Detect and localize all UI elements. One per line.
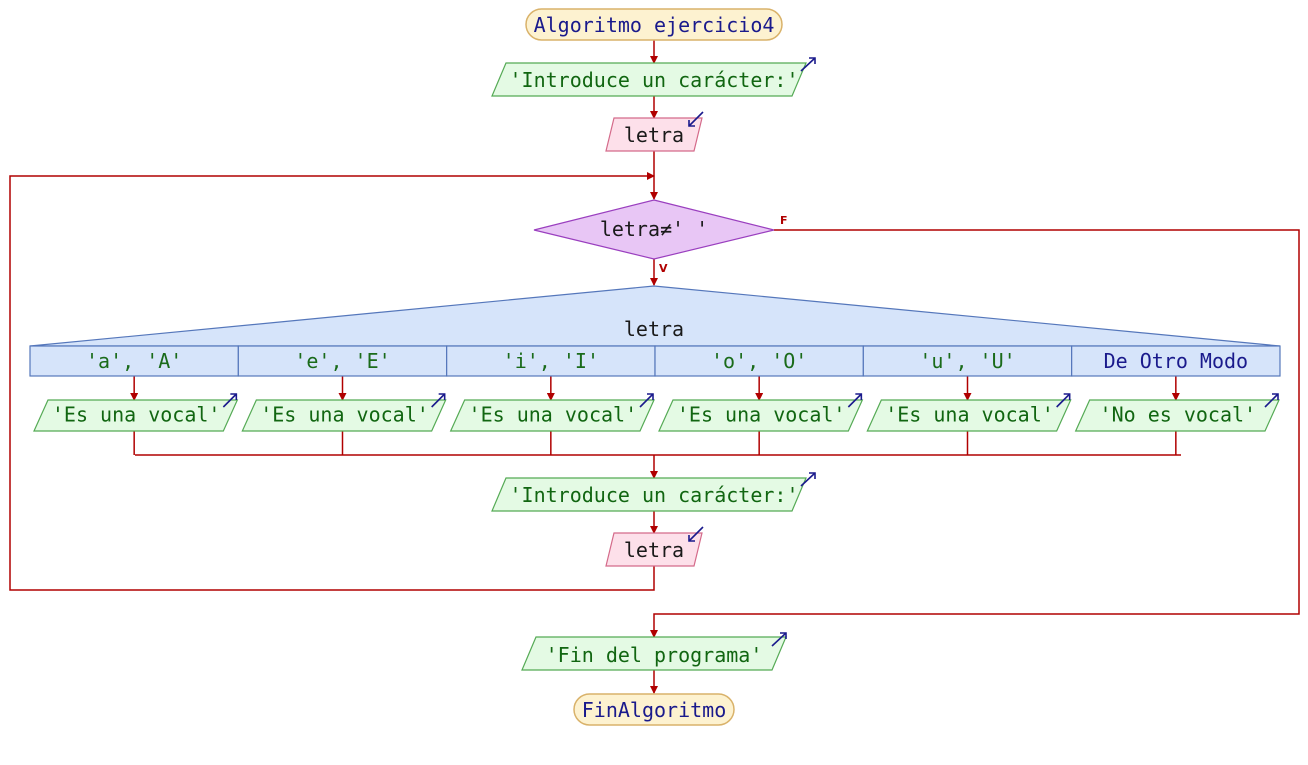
output-end-message: 'Fin del programa' (521, 632, 787, 671)
case-action-output: 'Es una vocal' (866, 393, 1072, 432)
output-arrow-icon (800, 472, 816, 487)
case-action-shape (658, 399, 864, 432)
case-action-label: 'Es una vocal' (885, 403, 1054, 427)
case-action-output: 'Es una vocal' (449, 393, 655, 432)
case-arrows (130, 376, 1180, 455)
loop-false-label: F (780, 214, 788, 227)
output-prompt-1-label: 'Introduce un carácter:' (510, 68, 799, 92)
case-action-shape (33, 399, 239, 432)
connectors (9, 40, 1300, 694)
case-action-label: 'No es vocal' (1100, 403, 1257, 427)
case-action-label: 'Es una vocal' (677, 403, 846, 427)
input-arrow-icon (688, 526, 704, 542)
switch-case-label: 'a', 'A' (86, 349, 182, 373)
case-actions: 'Es una vocal' 'Es una vocal' 'Es una voca… (33, 393, 1280, 432)
output-prompt-2: 'Introduce un carácter:' (491, 472, 816, 512)
switch-case-label: 'i', 'I' (503, 349, 599, 373)
switch-variable-label: letra (624, 317, 684, 341)
input-read-1-label: letra (624, 123, 684, 147)
switch-block: letra 'a', 'A' 'e', 'E' 'i', 'I' 'o', 'O' 'u… (29, 285, 1281, 377)
case-action-shape (866, 399, 1072, 432)
case-action-output: 'No es vocal' (1074, 393, 1280, 432)
case-action-output: 'Es una vocal' (33, 393, 239, 432)
case-action-output: 'Es una vocal' (241, 393, 447, 432)
input-read-2: letra (605, 526, 704, 567)
case-action-label: 'Es una vocal' (260, 403, 429, 427)
switch-case-cell (1071, 345, 1281, 377)
output-arrow-icon (1264, 393, 1279, 408)
input-read-1: letra (605, 111, 704, 152)
loop-decision: letra≠' ' F V (533, 199, 788, 275)
switch-case-label: 'o', 'O' (711, 349, 807, 373)
output-arrow-icon (431, 393, 446, 408)
output-arrow-icon (800, 57, 816, 72)
case-action-shape (241, 399, 447, 432)
output-arrow-icon (222, 393, 238, 408)
output-prompt-1: 'Introduce un carácter:' (491, 57, 816, 97)
start-label: Algoritmo ejercicio4 (534, 13, 775, 37)
start-terminal: Algoritmo ejercicio4 (525, 8, 783, 41)
output-end-message-label: 'Fin del programa' (546, 643, 763, 667)
switch-case-cell (237, 345, 448, 377)
switch-case-label: De Otro Modo (1104, 349, 1249, 373)
output-arrow-icon (639, 393, 654, 408)
output-arrow-icon (847, 393, 863, 408)
switch-case-row: 'a', 'A' 'e', 'E' 'i', 'I' 'o', 'O' 'u', 'U'… (29, 345, 1281, 377)
end-terminal: FinAlgoritmo (573, 693, 735, 726)
loop-condition-label: letra≠' ' (600, 217, 708, 241)
switch-case-label: 'u', 'U' (919, 349, 1015, 373)
loop-true-label: V (659, 262, 668, 275)
switch-case-cell (654, 345, 864, 377)
input-read-2-label: letra (624, 538, 684, 562)
case-action-shape (1074, 399, 1280, 432)
switch-case-cell (862, 345, 1073, 377)
case-action-label: 'Es una vocal' (52, 403, 221, 427)
output-arrow-icon (1056, 393, 1071, 408)
output-arrow-icon (771, 632, 787, 647)
output-prompt-2-label: 'Introduce un carácter:' (510, 483, 799, 507)
case-action-label: 'Es una vocal' (469, 403, 638, 427)
end-label: FinAlgoritmo (582, 698, 727, 722)
case-action-output: 'Es una vocal' (658, 393, 864, 432)
loop-back-line (9, 172, 655, 591)
input-arrow-icon (688, 111, 704, 127)
switch-case-cell (29, 345, 239, 377)
switch-case-label: 'e', 'E' (294, 349, 390, 373)
case-action-shape (449, 399, 655, 432)
connector-loop-false (650, 229, 1300, 638)
